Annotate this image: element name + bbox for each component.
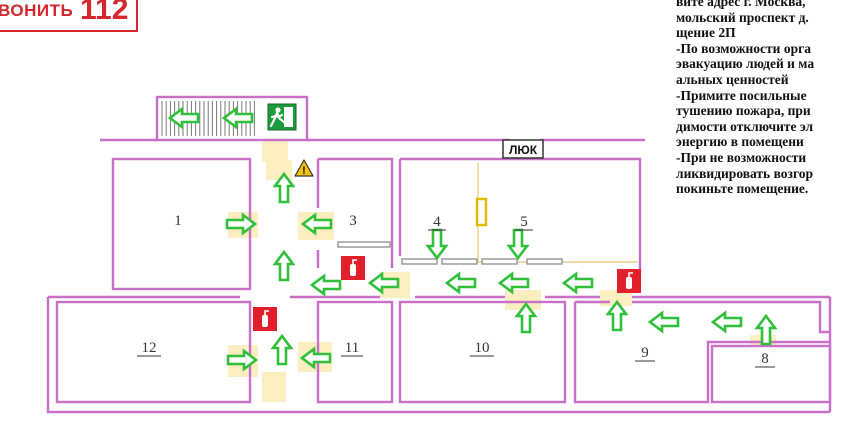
exit-door [284,107,293,127]
room-label-8: 8 [761,351,769,367]
emergency-call-label: ВОНИТЬ [0,1,74,20]
fire-extinguishers [253,256,641,331]
room-10-wall [398,300,567,404]
hatch-frame [502,139,544,159]
instruction-line: -Примите посильные [676,87,807,103]
fire-instructions: вите адрес г. Москва, мольский проспект … [676,0,859,197]
fire-extinguisher-icon [341,256,365,280]
room-label-9: 9 [641,345,649,361]
evacuation-arrow-icon [367,271,400,295]
stairwell-wall [155,95,309,142]
evacuation-arrow-icon [561,271,594,295]
extinguisher-nozzle [352,259,357,264]
room-9-wall [573,302,830,404]
evacuation-arrow-icon [272,249,296,282]
evacuation-arrow-icon [605,299,629,332]
exit-sign-icon [267,103,297,131]
yellow-partition [477,162,638,263]
evacuation-arrow-icon [710,310,743,334]
extinguisher-nozzle [628,272,633,277]
room-9-wall [632,300,830,334]
evacuation-arrow-icon [754,313,778,346]
room-12-wall [55,300,252,404]
evacuation-arrow-icon [270,333,294,366]
instruction-line: эвакуацию людей и ма [676,56,815,72]
fire-extinguisher-icon [253,307,277,331]
evacuation-arrow-icon [272,171,296,204]
evacuation-arrow-icon [497,271,530,295]
emergency-call-box: ВОНИТЬ 112 [0,0,138,32]
room-label-4: 4 [433,214,441,230]
door-highlight [505,290,541,310]
room-3-wall [318,157,394,268]
evacuation-arrow-icon [514,301,538,334]
room-8-wall [710,344,832,404]
evacuation-arrow-icon [300,212,333,236]
evacuation-arrows [167,106,778,372]
evacuation-arrow-icon [506,228,530,261]
evacuation-arrow-icon [647,310,680,334]
room-label-10: 10 [475,340,490,356]
warning-triangle [294,159,314,177]
outer-wall [46,297,830,414]
instruction-line: вите адрес г. Москва, [676,0,806,9]
walls [46,95,832,414]
instruction-line: покиньте помещение. [676,181,809,197]
evacuation-arrow-icon [226,348,259,372]
instruction-line: альных ценностей [676,71,789,87]
evacuation-arrow-icon [299,346,332,370]
window-mark [441,258,478,265]
hatch-box: ЛЮК [502,139,544,159]
room-label-1: 1 [174,213,182,229]
extinguisher-body [262,315,268,327]
door-highlight [262,372,286,402]
evacuation-arrow-icon [221,106,254,130]
warning-triangle-icon: ! [294,159,314,177]
room-label-underlines [137,229,775,368]
instruction-line: энергию в помещени [676,134,804,150]
instruction-line: димости отключите эл [676,118,814,134]
room-labels: 1 3 4 5 12 11 10 9 8 [142,213,769,367]
door-highlight [262,140,288,162]
evacuation-arrow-icon [444,271,477,295]
window-mark [481,258,518,265]
room-label-5: 5 [520,214,528,230]
room-11-wall [316,300,394,404]
evacuation-arrow-icon [167,106,200,130]
window-mark [401,258,438,265]
door-highlight [266,160,292,180]
instruction-line: ликвидировать возгор [676,165,813,181]
extinguisher-body [350,264,356,276]
instruction-line: тушению пожара, при [676,103,811,119]
room-label-3: 3 [349,213,357,229]
exit-figure-head [275,107,281,113]
hatch-label: ЛЮК [509,143,538,157]
exit-figure-body [269,111,286,128]
evacuation-arrow-icon [425,228,449,261]
evacuation-arrow-icon [309,273,342,297]
warning-mark: ! [302,165,306,177]
windows [337,241,563,265]
extinguisher-nozzle [264,310,269,315]
instruction-line: -По возможности орга [676,40,811,56]
partition-line [477,162,638,263]
window-mark [337,241,391,248]
extinguisher-body [626,277,632,289]
yellow-marker [475,197,488,227]
window-mark [526,258,563,265]
instruction-line: -При не возможности [676,149,807,165]
instruction-line: мольский проспект д. [676,9,809,25]
emergency-call-number: 112 [80,0,129,26]
evacuation-arrow-icon [225,212,258,236]
room-label-12: 12 [142,340,157,356]
room-label-11: 11 [345,340,359,356]
fire-extinguisher-icon [617,269,641,293]
instruction-line: щение 2П [676,25,736,41]
